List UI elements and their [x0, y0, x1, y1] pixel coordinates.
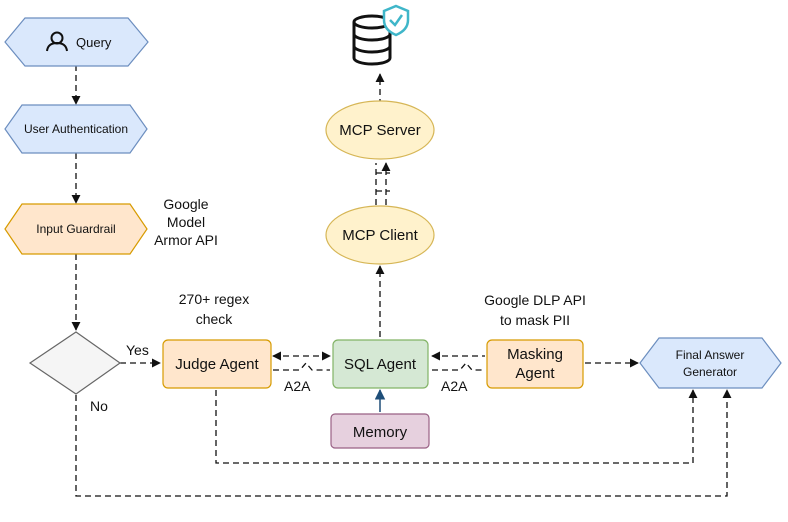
mcp-client-label: MCP Client	[342, 227, 418, 244]
node-query: Query	[4, 17, 149, 67]
user-icon	[46, 31, 68, 52]
database-icon	[352, 14, 392, 66]
edge-judge-to-final	[215, 389, 698, 464]
decision-diamond	[28, 331, 122, 395]
regex-note: 270+ regex check	[179, 291, 249, 327]
a2a-right-label: A2A	[441, 378, 468, 394]
edge-decision-no-to-final	[75, 389, 732, 497]
masking-agent-line1: Masking	[507, 346, 563, 363]
node-sql-agent: SQL Agent	[332, 339, 429, 389]
dlp-line1: Google DLP API	[484, 292, 586, 308]
node-mcp-client: MCP Client	[325, 205, 435, 265]
input-guardrail-label: Input Guardrail	[36, 222, 115, 236]
yes-label: Yes	[126, 342, 149, 358]
google-armor-line3: Armor API	[154, 232, 218, 248]
google-armor-line1: Google	[163, 196, 208, 212]
node-user-authentication: User Authentication	[4, 104, 148, 154]
edge-sql-masking-lower	[432, 362, 485, 371]
node-input-guardrail: Input Guardrail	[4, 203, 148, 255]
node-masking-agent: Masking Agent	[486, 339, 584, 389]
masking-agent-line2: Agent	[515, 365, 555, 382]
sql-agent-label: SQL Agent	[344, 356, 417, 373]
edge-judge-sql-lower	[273, 362, 330, 371]
a2a-left-label: A2A	[284, 378, 311, 394]
no-label: No	[90, 398, 108, 414]
judge-agent-label: Judge Agent	[175, 356, 259, 373]
shield-check-icon	[382, 4, 410, 37]
user-authentication-label: User Authentication	[24, 122, 128, 136]
node-mcp-server: MCP Server	[325, 100, 435, 160]
final-answer-line2: Generator	[683, 365, 737, 379]
final-answer-line1: Final Answer	[676, 348, 745, 362]
node-final-answer-generator: Final Answer Generator	[639, 337, 782, 389]
regex-line2: check	[196, 311, 234, 327]
google-armor-note: Google Model Armor API	[154, 196, 218, 248]
edge-client-server-jog	[376, 172, 390, 192]
mcp-server-label: MCP Server	[339, 122, 420, 139]
google-armor-line2: Model	[167, 214, 205, 230]
regex-line1: 270+ regex	[179, 291, 249, 307]
node-memory: Memory	[330, 413, 430, 449]
memory-label: Memory	[353, 424, 408, 441]
edges	[71, 65, 732, 497]
node-judge-agent: Judge Agent	[162, 339, 272, 389]
dlp-note: Google DLP API to mask PII	[484, 292, 586, 328]
query-label: Query	[76, 35, 112, 50]
dlp-line2: to mask PII	[500, 312, 570, 328]
